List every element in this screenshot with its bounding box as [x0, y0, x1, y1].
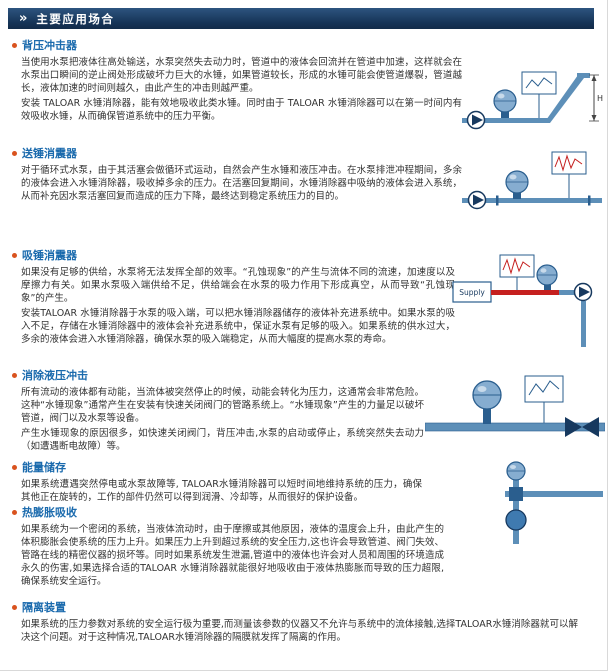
section-body: 如果系统遭遇突然停电或水泵故障等, TALOAR水锤消除器可以短时间地维持系统的…: [12, 478, 422, 504]
section-paragraph: 安装 TALOAR 水锤消除器，能有效地吸收此类水锤。同时由于 TALOAR 水…: [21, 98, 462, 122]
diagram-energy-storage: [505, 461, 603, 544]
pump-icon: [467, 190, 487, 210]
section-body: 所有流动的液体都有动能，当流体被突然停止的时候，动能会转化为压力，这通常会非常危…: [12, 386, 424, 453]
section-discharge-dampener: 送锤消震器 对于循环式水泵，由于其活塞会做循环式运动，自然会产生水锤和液压冲击。…: [12, 145, 462, 205]
section-title: 背压冲击器: [22, 39, 77, 52]
section-hydraulic-shock: 消除液压冲击 所有流动的液体都有动能，当流体被突然停止的时候，动能会转化为压力，…: [12, 367, 424, 455]
section-body: 如果没有足够的供给，水泵将无法发挥全部的效率。“孔蚀现象”的产生与流体不同的流速…: [12, 266, 455, 346]
chevron-icon: »: [19, 10, 28, 26]
pipe: [425, 422, 605, 432]
section-paragraph: 如果系统为一个密闭的系统，当液体流动时，由于摩擦或其他原因，液体的温度会上升，由…: [21, 524, 444, 587]
section-title: 送锤消震器: [22, 147, 77, 160]
valve-icon: [565, 417, 599, 437]
section-isolation-device: 隔离装置 如果系统的压力参数对系统的安全运行极为重要,而测量该参数的仪器又不允许…: [12, 599, 578, 646]
tee-fitting: [509, 487, 523, 501]
section-heading: 背压冲击器: [12, 37, 462, 53]
height-label: H: [597, 94, 603, 103]
bullet-icon: [12, 464, 17, 470]
supply-label: Supply: [459, 288, 485, 297]
section-paragraph: 如果系统遭遇突然停电或水泵故障等, TALOAR水锤消除器可以短时间地维持系统的…: [21, 479, 422, 503]
page-title: 主要应用场合: [36, 11, 115, 26]
page-header: » 主要应用场合: [8, 8, 594, 29]
supply-tank: Supply: [452, 281, 492, 303]
arrestor-sphere-icon: [505, 170, 529, 199]
section-title: 吸锤消震器: [22, 249, 77, 262]
arrestor-sphere-icon: [493, 89, 517, 118]
section-backpressure: 背压冲击器 当使用水泵把液体往高处输送，水泵突然失去动力时，管道中的液体会回流并…: [12, 37, 462, 125]
section-paragraph: 所有流动的液体都有动能，当流体被突然停止的时候，动能会转化为压力，这通常会非常危…: [21, 387, 424, 424]
section-title: 能量储存: [22, 461, 66, 474]
bullet-icon: [12, 42, 17, 48]
pipe: [462, 73, 590, 123]
gauge-box: [524, 375, 564, 423]
gauge-box: [521, 71, 557, 118]
section-heading: 能量储存: [12, 459, 422, 475]
pipe: [505, 462, 603, 544]
section-suction-dampener: 吸锤消震器 如果没有足够的供给，水泵将无法发挥全部的效率。“孔蚀现象”的产生与流…: [12, 247, 455, 348]
section-title: 热膨胀吸收: [22, 506, 77, 519]
pipe: [491, 290, 586, 347]
section-thermal-expansion: 热膨胀吸收 如果系统为一个密闭的系统，当液体流动时，由于摩擦或其他原因，液体的温…: [12, 504, 444, 590]
pump-icon: [573, 282, 593, 302]
pump-ball-icon: [505, 509, 527, 531]
bullet-icon: [12, 372, 17, 378]
bullet-icon: [12, 509, 17, 515]
pump-icon: [466, 110, 486, 130]
section-heading: 吸锤消震器: [12, 247, 455, 263]
section-title: 消除液压冲击: [22, 369, 88, 382]
arrestor-sphere-icon: [472, 380, 502, 424]
bullet-icon: [12, 150, 17, 156]
section-paragraph: 如果系统的压力参数对系统的安全运行极为重要,而测量该参数的仪器又不允许与系统中的…: [21, 619, 578, 643]
section-title: 隔离装置: [22, 601, 66, 614]
diagram-shock-elimination: [425, 375, 605, 437]
pipe: [462, 198, 602, 203]
section-body: 如果系统的压力参数对系统的安全运行极为重要,而测量该参数的仪器又不允许与系统中的…: [12, 618, 578, 644]
diagram-discharge-dampener: [462, 151, 602, 210]
section-body: 如果系统为一个密闭的系统，当液体流动时，由于摩擦或其他原因，液体的温度会上升，由…: [12, 523, 444, 588]
arrestor-sphere-icon: [506, 461, 526, 481]
diagram-suction-stabilizer: Supply: [452, 254, 593, 347]
dimension-line: H: [589, 74, 603, 122]
bullet-icon: [12, 604, 17, 610]
gauge-box: [551, 151, 587, 198]
section-heading: 热膨胀吸收: [12, 504, 444, 520]
bullet-icon: [12, 252, 17, 258]
section-heading: 隔离装置: [12, 599, 578, 615]
flange-marks: [496, 195, 591, 206]
section-paragraph: 产生水锤现象的原因很多，如快速关闭阀门，背压冲击,水泵的启动或停止，系统突然失去…: [21, 428, 424, 452]
section-paragraph: 安装TALOAR 水锤消除器于水泵的吸入端，可以把水锤消除器储存的液体补充进系统…: [21, 308, 455, 345]
section-body: 当使用水泵把液体往高处输送，水泵突然失去动力时，管道中的液体会回流并在管道中加速…: [12, 56, 462, 123]
section-paragraph: 当使用水泵把液体往高处输送，水泵突然失去动力时，管道中的液体会回流并在管道中加速…: [21, 57, 462, 94]
arrestor-sphere-icon: [536, 264, 558, 290]
section-body: 对于循环式水泵，由于其活塞会做循环式运动，自然会产生水锤和液压冲击。在水泵排泄冲…: [12, 164, 462, 203]
gauge-box: [499, 254, 535, 290]
section-heading: 消除液压冲击: [12, 367, 424, 383]
diagram-backpressure: H: [462, 71, 603, 130]
section-energy-storage: 能量储存 如果系统遭遇突然停电或水泵故障等, TALOAR水锤消除器可以短时间地…: [12, 459, 422, 506]
section-heading: 送锤消震器: [12, 145, 462, 161]
section-paragraph: 对于循环式水泵，由于其活塞会做循环式运动，自然会产生水锤和液压冲击。在水泵排泄冲…: [21, 165, 462, 202]
section-paragraph: 如果没有足够的供给，水泵将无法发挥全部的效率。“孔蚀现象”的产生与流体不同的流速…: [21, 267, 455, 304]
